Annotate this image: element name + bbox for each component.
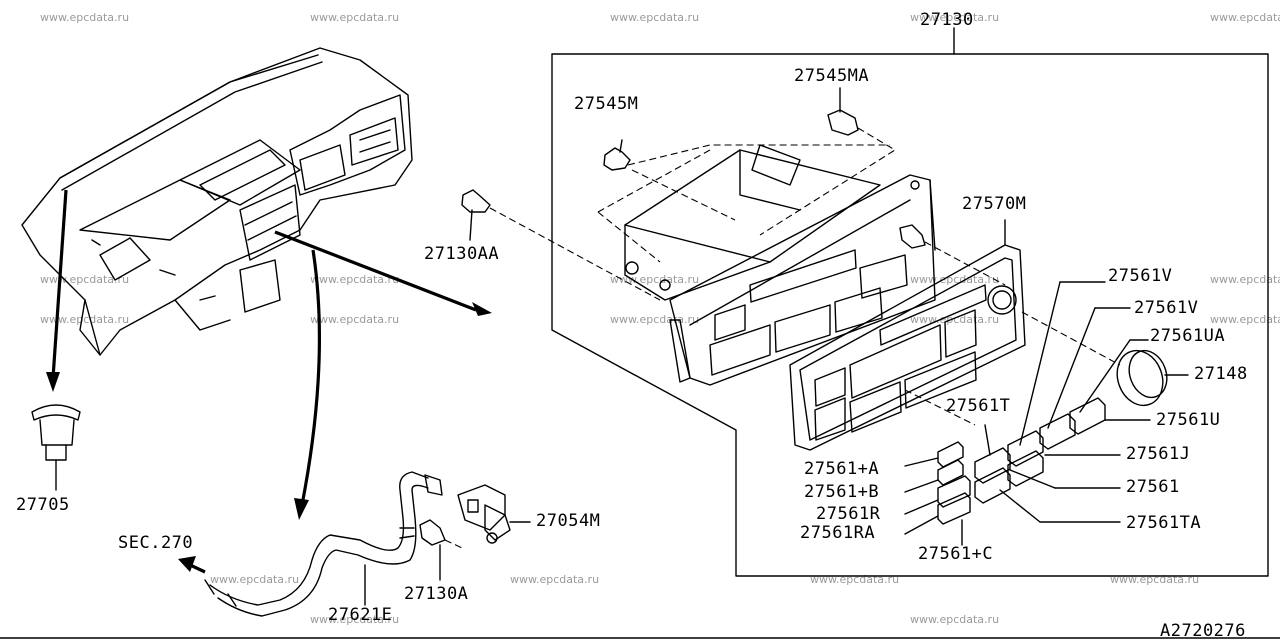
section-arrow (178, 556, 206, 574)
watermark: www.epcdata.ru (910, 613, 1000, 626)
label-knob-a: 27561+A (804, 459, 880, 479)
watermark: www.epcdata.ru (1110, 573, 1200, 586)
label-screw-m: 27545M (574, 94, 639, 114)
watermark: www.epcdata.ru (610, 11, 700, 24)
label-knob-v2: 27561V (1134, 298, 1199, 318)
assembly-dash-lines (489, 127, 1121, 426)
label-section: SEC.270 (118, 533, 194, 553)
screws (419, 87, 926, 546)
label-hose: 27621E (328, 605, 393, 625)
label-bolt-a: 27130A (404, 584, 469, 604)
watermark: www.epcdata.ru (510, 573, 600, 586)
watermark: www.epcdata.ru (910, 273, 1000, 286)
watermark: www.epcdata.ru (40, 11, 130, 24)
label-knob-ua: 27561UA (1150, 326, 1226, 346)
finisher-panel (789, 244, 1026, 451)
dashboard-illustration (21, 47, 413, 356)
watermark: www.epcdata.ru (810, 573, 900, 586)
assembly-frame (551, 27, 1269, 577)
control-unit (624, 144, 936, 386)
label-knob-plain: 27561 (1126, 477, 1180, 497)
watermark: www.epcdata.ru (310, 613, 400, 626)
indicator-arrows (46, 189, 492, 520)
watermark: www.epcdata.ru (310, 11, 400, 24)
watermark: www.epcdata.ru (1210, 313, 1280, 326)
watermark: www.epcdata.ru (40, 273, 130, 286)
watermark: www.epcdata.ru (310, 273, 400, 286)
label-knob-t: 27561T (946, 396, 1011, 416)
hose-part (204, 471, 443, 617)
dial-part (1116, 349, 1189, 407)
label-knob-b: 27561+B (804, 482, 880, 502)
watermark: www.epcdata.ru (310, 313, 400, 326)
label-dial: 27148 (1194, 364, 1248, 384)
label-knob-j: 27561J (1126, 444, 1191, 464)
watermark: www.epcdata.ru (1210, 11, 1280, 24)
watermark: www.epcdata.ru (610, 313, 700, 326)
label-bolt-aa: 27130AA (424, 244, 500, 264)
label-finisher: 27570M (962, 194, 1027, 214)
watermark: www.epcdata.ru (40, 313, 130, 326)
watermark: www.epcdata.ru (910, 313, 1000, 326)
label-knob-v1: 27561V (1108, 266, 1173, 286)
label-screw-ma: 27545MA (794, 66, 870, 86)
leader-lines (364, 219, 1151, 606)
label-knob-ta: 27561TA (1126, 513, 1202, 533)
sensor-part (444, 484, 511, 549)
label-assembly: 27130 (920, 10, 974, 30)
label-clip: 27705 (16, 495, 70, 515)
label-knob-ra: 27561RA (800, 523, 876, 543)
clip-part (31, 404, 81, 491)
watermark: www.epcdata.ru (210, 573, 300, 586)
button-set (937, 397, 1106, 525)
label-knob-c: 27561+C (918, 544, 994, 564)
watermark: www.epcdata.ru (1210, 273, 1280, 286)
label-knob-u: 27561U (1156, 410, 1221, 430)
label-knob-r: 27561R (816, 504, 881, 524)
watermark: www.epcdata.ru (910, 11, 1000, 24)
label-diagram-id: A2720276 (1160, 621, 1246, 640)
label-sensor: 27054M (536, 511, 601, 531)
watermark: www.epcdata.ru (610, 273, 700, 286)
